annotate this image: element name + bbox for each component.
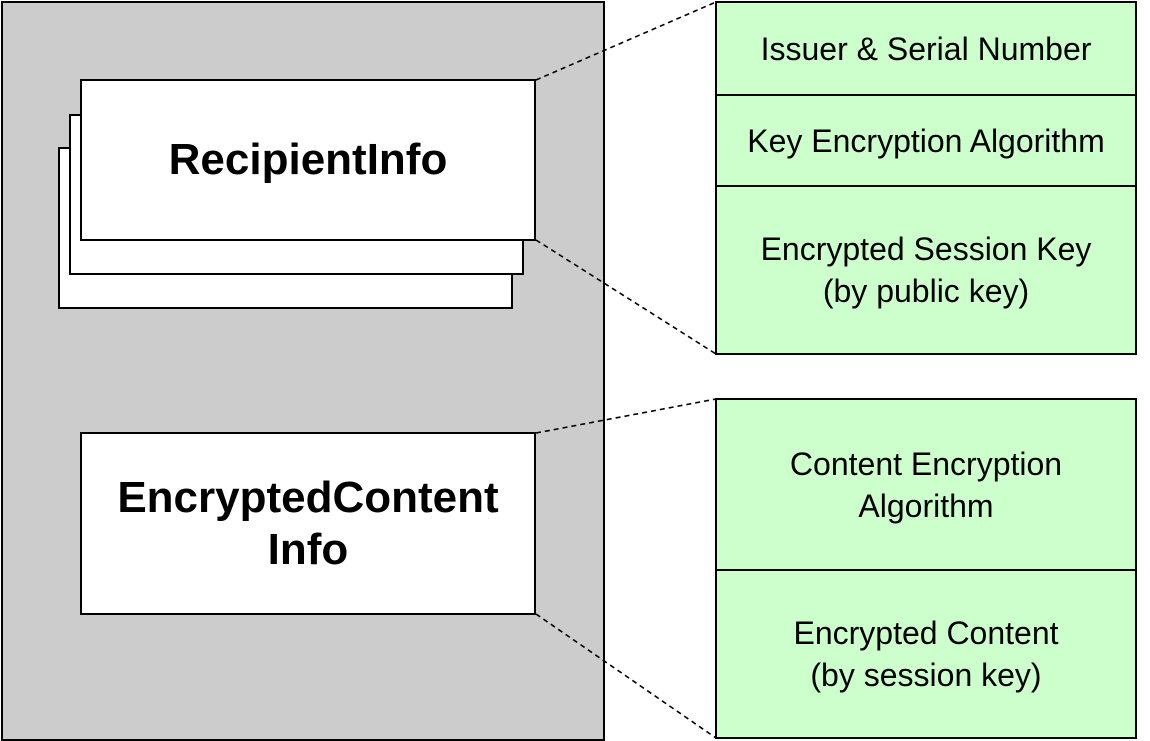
encrypted-content-info-label-line-1: EncryptedContent	[117, 472, 499, 522]
field-line: (by public key)	[822, 273, 1030, 309]
encrypted-content-info-card: EncryptedContent Info	[80, 432, 536, 615]
encrypted-content-info-label-line-2: Info	[267, 524, 349, 574]
field-line: Key Encryption Algorithm	[747, 122, 1105, 159]
field-line: Algorithm	[858, 487, 994, 524]
field-line: Encrypted Session Key	[760, 231, 1092, 267]
field-content-encryption-algorithm: Content Encryption Algorithm	[717, 400, 1135, 569]
recipient-info-fields: Issuer & Serial Number Key Encryption Al…	[715, 1, 1137, 355]
field-line: (by session key)	[810, 657, 1042, 693]
field-issuer-serial-number: Issuer & Serial Number	[717, 3, 1135, 94]
encrypted-content-info-label: EncryptedContent Info	[117, 472, 498, 576]
recipient-info-card: RecipientInfo	[80, 79, 536, 241]
field-line: Encrypted Content	[793, 615, 1059, 651]
field-encrypted-content: Encrypted Content (by session key)	[717, 569, 1135, 737]
field-key-encryption-algorithm: Key Encryption Algorithm	[717, 94, 1135, 185]
encrypted-content-info-fields: Content Encryption Algorithm Encrypted C…	[715, 398, 1137, 739]
field-line: Content Encryption	[789, 445, 1063, 482]
field-encrypted-session-key: Encrypted Session Key (by public key)	[717, 185, 1135, 353]
field-line: Issuer & Serial Number	[760, 30, 1092, 67]
recipient-info-label: RecipientInfo	[168, 135, 448, 184]
